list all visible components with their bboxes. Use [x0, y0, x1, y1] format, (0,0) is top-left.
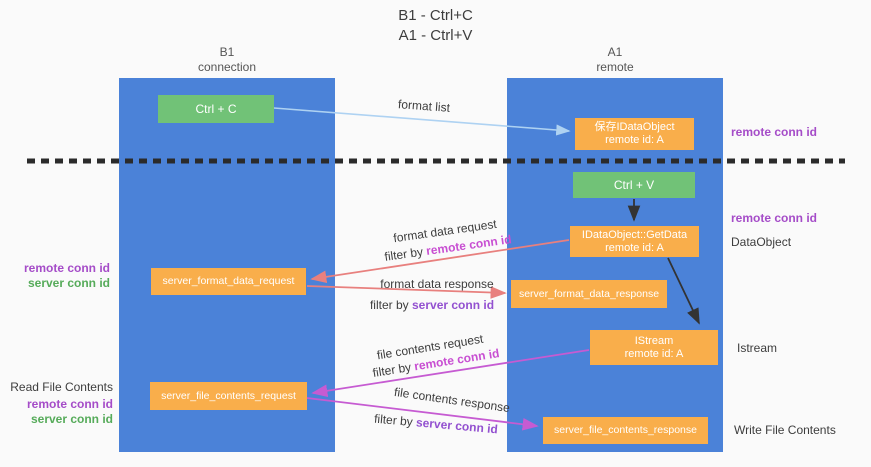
server-conn-id-text: server conn id: [415, 415, 499, 437]
ctrl-v-box: Ctrl + V: [573, 172, 695, 198]
lane-b1-subtitle: connection: [197, 60, 257, 74]
diagram-title-line1: B1 - Ctrl+C: [398, 7, 473, 24]
server-file-contents-request-box: server_file_contents_request: [150, 382, 307, 410]
ctrl-c-label: Ctrl + C: [195, 101, 237, 116]
format-list-label: format list: [397, 97, 451, 115]
dataobject-label: DataObject: [731, 235, 792, 249]
idataobject-getdata-line1: IDataObject::GetData: [581, 228, 688, 241]
save-idataobject-line2: remote id: A: [605, 134, 664, 146]
ctrl-c-box: Ctrl + C: [158, 95, 274, 123]
save-idataobject-box: 保存IDataObject remote id: A: [575, 118, 694, 150]
file-contents-response-label: file contents response: [393, 384, 511, 416]
istream-line1: IStream: [634, 334, 674, 347]
server-conn-id-text: server conn id: [412, 298, 495, 312]
filter-by-text: filter by: [383, 244, 424, 264]
istream-side-label: Istream: [737, 341, 778, 355]
istream-box: IStream remote id: A: [590, 330, 718, 365]
format-data-response-label: format data response: [380, 277, 494, 291]
server-format-data-response-box: server_format_data_response: [511, 280, 667, 308]
left-conn-ids-block-1: remote conn id server conn id: [0, 261, 110, 291]
remote-conn-id-label-mid: remote conn id: [731, 211, 818, 225]
lane-header-a1: A1 remote: [507, 45, 723, 75]
remote-conn-id-left-2: remote conn id: [26, 397, 113, 411]
istream-line2: remote id: A: [624, 347, 684, 360]
filter-by-text: filter by: [371, 360, 413, 380]
server-format-data-response-label: server_format_data_response: [518, 287, 660, 300]
server-file-contents-response-box: server_file_contents_response: [543, 417, 708, 444]
server-file-contents-request-label: server_file_contents_request: [161, 389, 296, 402]
server-file-contents-response-label: server_file_contents_response: [553, 424, 697, 436]
remote-conn-id-label-top: remote conn id: [731, 125, 818, 139]
lane-a1-title: A1: [607, 45, 623, 59]
lane-a1-subtitle: remote: [596, 60, 634, 74]
read-file-contents-label: Read File Contents: [10, 380, 113, 394]
filter-by-text: filter by: [369, 298, 409, 312]
lane-header-b1: B1 connection: [119, 45, 335, 75]
server-format-data-request-label: server_format_data_request: [162, 275, 295, 287]
server-format-data-request-box: server_format_data_request: [151, 268, 306, 295]
save-idataobject-line1: 保存IDataObject: [594, 121, 675, 133]
filter-by-server-conn-id-label-2: filter by server conn id: [374, 412, 499, 437]
filter-by-server-conn-id-label-1: filter by server conn id: [370, 298, 494, 312]
remote-conn-id-left-1: remote conn id: [23, 261, 110, 275]
left-conn-ids-block-2: Read File Contents remote conn id server…: [0, 380, 113, 427]
diagram-title-line2: A1 - Ctrl+V: [398, 27, 473, 44]
idataobject-getdata-line2: remote id: A: [605, 241, 664, 254]
write-file-contents-label: Write File Contents: [734, 423, 836, 437]
server-conn-id-left-1: server conn id: [27, 276, 110, 290]
lane-b1-title: B1: [219, 45, 235, 59]
server-conn-id-left-2: server conn id: [30, 412, 113, 426]
ctrl-v-label: Ctrl + V: [613, 177, 655, 192]
idataobject-getdata-box: IDataObject::GetData remote id: A: [570, 226, 699, 257]
filter-by-text: filter by: [373, 411, 414, 429]
